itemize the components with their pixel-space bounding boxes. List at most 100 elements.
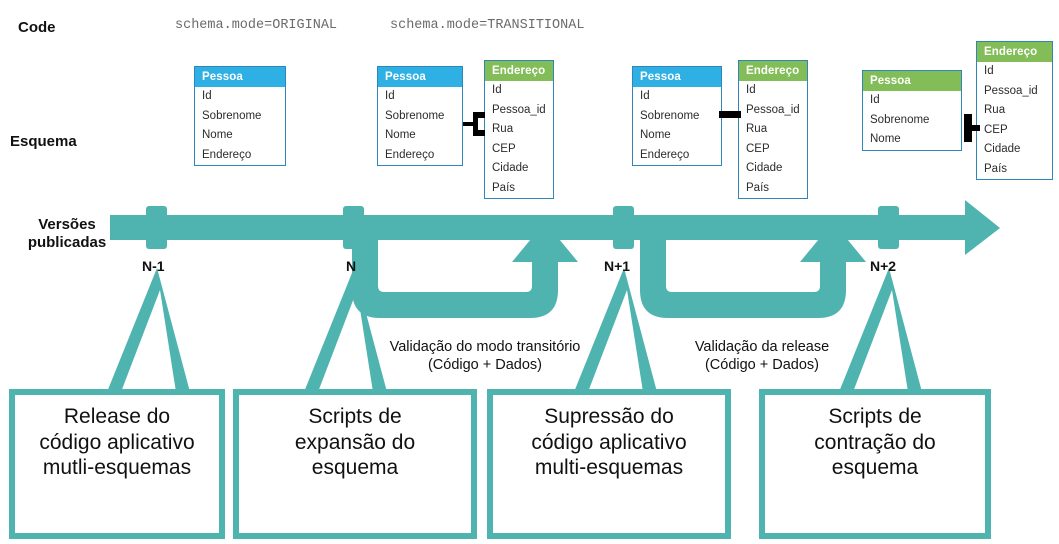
callout-1-line2: código aplicativo: [39, 430, 195, 454]
table-field: Endereço: [385, 148, 435, 161]
table-endereco-g2: Endereço Id Pessoa_id Rua CEP Cidade Paí…: [484, 60, 554, 200]
code-marker-original: schema.mode=ORIGINAL: [175, 18, 338, 33]
table-header-g3-pessoa: Pessoa: [633, 67, 721, 88]
table-field: Nome: [870, 133, 901, 146]
table-field: Sobrenome: [385, 109, 445, 122]
row-label-esquema-text: Esquema: [10, 133, 77, 150]
callout-4-line3: esquema: [831, 456, 919, 480]
table-pessoa-g2: Pessoa Id Sobrenome Nome Endereço: [377, 66, 463, 167]
validation-caption-transitional-line1: Validação do modo transitório: [389, 339, 581, 355]
row-label-versoes-line2: publicadas: [27, 233, 107, 251]
table-field: Id: [385, 90, 395, 103]
table-header-g1-pessoa: Pessoa: [195, 67, 285, 88]
validation-caption-release: Validação da release (Código + Dados): [672, 338, 852, 374]
table-field: Id: [746, 84, 756, 97]
loop-arrow-release: [640, 222, 866, 318]
table-pessoa-g3: Pessoa Id Sobrenome Nome Endereço: [632, 66, 722, 167]
callout-box-4: [759, 389, 991, 539]
callout-tail-3: [574, 268, 657, 392]
table-endereco-g4: Endereço Id Pessoa_id Rua CEP Cidade Paí…: [976, 41, 1053, 181]
callout-1-line1: Release do: [63, 405, 171, 428]
table-pessoa-g1: Pessoa Id Sobrenome Nome Endereço: [194, 66, 286, 167]
table-field: País: [984, 162, 1008, 175]
callout-text-4: Scripts de contração do esquema: [768, 404, 982, 481]
table-field: Cidade: [746, 162, 783, 175]
table-field: Id: [984, 65, 994, 78]
table-field: Pessoa_id: [492, 103, 546, 116]
relation-connector-g3: [719, 111, 741, 118]
callout-2-line3: esquema: [311, 456, 399, 480]
timeline-tick-n-minus-1: [146, 206, 167, 249]
validation-caption-release-line2: (Código + Dados): [704, 357, 820, 374]
relation-connector-g2: [463, 112, 485, 136]
callout-tail-1: [107, 268, 190, 392]
table-field: Nome: [202, 129, 233, 142]
version-label-n-plus-2: N+2: [870, 258, 897, 274]
row-label-code-text: Code: [18, 19, 56, 36]
table-field: Endereço: [202, 148, 252, 161]
callout-4-line1: Scripts de: [828, 405, 922, 428]
row-label-esquema: Esquema: [10, 133, 120, 151]
code-marker-transitional: schema.mode=TRANSITIONAL: [390, 18, 585, 33]
table-field: Nome: [640, 129, 671, 142]
table-field: Cidade: [492, 162, 529, 175]
table-field: Sobrenome: [640, 109, 700, 122]
callout-3-line3: multi-esquemas: [534, 456, 684, 480]
table-header-g3-endereco: Endereço: [739, 61, 807, 82]
table-endereco-g3: Endereço Id Pessoa_id Rua CEP Cidade Paí…: [738, 60, 808, 200]
table-field: Sobrenome: [870, 113, 930, 126]
table-field: Sobrenome: [202, 109, 262, 122]
validation-caption-release-line1: Validação da release: [694, 339, 830, 355]
table-field: Id: [202, 90, 212, 103]
table-field: Nome: [385, 129, 416, 142]
version-label-n-minus-1: N-1: [142, 258, 165, 274]
table-header-g2-endereco: Endereço: [485, 61, 553, 82]
table-field: CEP: [984, 123, 1008, 136]
loop-arrow-transitional: [352, 222, 578, 318]
row-label-code: Code: [18, 19, 98, 37]
callout-text-1: Release do código aplicativo mutli-esque…: [18, 404, 216, 481]
table-field: Id: [640, 90, 650, 103]
timeline-tick-n-plus-1: [613, 206, 634, 249]
table-field: Endereço: [640, 148, 690, 161]
callout-3-line2: código aplicativo: [531, 430, 687, 454]
callout-4-line2: contração do: [814, 430, 936, 454]
table-field: Cidade: [984, 143, 1021, 156]
table-field: Rua: [746, 123, 768, 136]
table-header-g4-endereco: Endereço: [977, 42, 1052, 63]
callout-box-3: [487, 389, 731, 539]
table-field: Rua: [984, 104, 1006, 117]
callout-tail-4: [839, 268, 922, 392]
table-field: CEP: [746, 142, 770, 155]
timeline-tick-n: [343, 206, 364, 249]
table-field: Id: [492, 84, 502, 97]
table-field: Pessoa_id: [746, 103, 800, 116]
callout-text-2: Scripts de expansão do esquema: [242, 404, 468, 481]
table-header-g4-pessoa: Pessoa: [863, 71, 961, 92]
table-field: País: [746, 181, 770, 194]
callout-2-line2: expansão do: [294, 430, 416, 454]
table-header-g2-pessoa: Pessoa: [378, 67, 462, 88]
table-field: CEP: [492, 142, 516, 155]
row-label-versoes-line1: Versões: [38, 216, 96, 233]
table-field: País: [492, 181, 516, 194]
callout-3-line1: Supressão do: [544, 405, 674, 428]
callout-box-1: [9, 389, 225, 539]
version-label-n-plus-1: N+1: [604, 258, 631, 274]
callout-text-3: Supressão do código aplicativo multi-esq…: [496, 404, 722, 481]
callout-box-2: [233, 389, 477, 539]
table-field: Rua: [492, 123, 514, 136]
callout-tail-2: [304, 268, 387, 392]
timeline-tick-n-plus-2: [878, 206, 899, 249]
callout-2-line1: Scripts de: [308, 405, 402, 428]
validation-caption-transitional-line2: (Código + Dados): [427, 357, 543, 374]
validation-caption-transitional: Validação do modo transitório (Código + …: [370, 338, 600, 374]
table-field: Id: [870, 94, 880, 107]
timeline-bar: [110, 200, 1000, 255]
table-field: Pessoa_id: [984, 84, 1038, 97]
table-pessoa-g4: Pessoa Id Sobrenome Nome: [862, 70, 962, 151]
row-label-versoes: Versões publicadas: [8, 216, 126, 251]
relation-connector-g4: [964, 114, 980, 142]
